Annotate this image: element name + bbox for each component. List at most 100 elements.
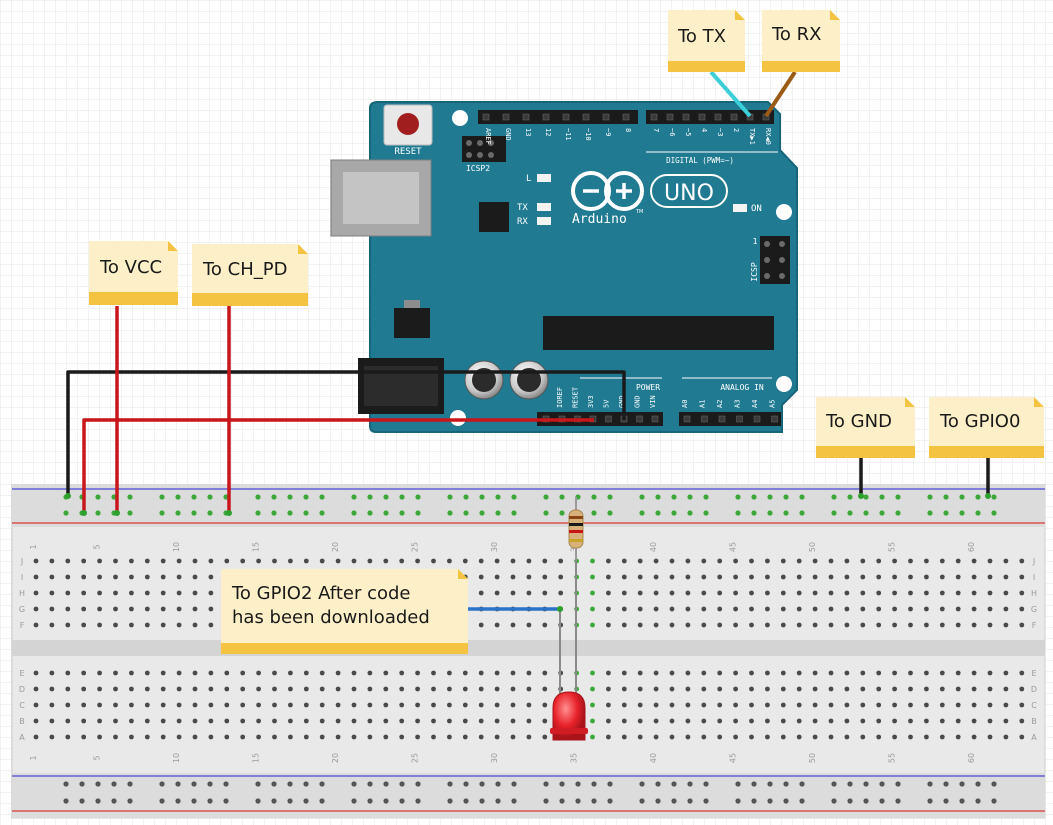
terminal-hole — [780, 686, 786, 692]
rail-hole — [543, 781, 549, 787]
terminal-hole — [637, 686, 643, 692]
terminal-hole — [955, 718, 961, 724]
terminal-hole — [288, 702, 293, 708]
terminal-hole — [415, 670, 420, 676]
analog-pin-label: A0 — [681, 400, 689, 408]
rail-hole — [831, 781, 837, 787]
rail-hole — [799, 510, 805, 516]
terminal-hole — [383, 718, 389, 724]
terminal-hole — [224, 670, 230, 676]
terminal-hole — [860, 606, 866, 612]
terminal-hole — [494, 670, 500, 676]
row-letter: G — [19, 605, 25, 614]
terminal-hole — [33, 622, 39, 628]
terminal-hole — [844, 574, 850, 580]
terminal-hole — [176, 606, 182, 612]
terminal-hole — [987, 590, 993, 596]
terminal-hole — [780, 670, 786, 676]
resistor-band — [569, 523, 583, 526]
terminal-hole — [208, 734, 214, 740]
terminal-hole — [431, 558, 436, 564]
terminal-hole — [431, 702, 436, 708]
digital-pin-label: ~11 — [564, 128, 572, 141]
digital-header-left — [478, 110, 638, 124]
analog-in-label: ANALOG IN — [720, 383, 764, 392]
rail-hole — [511, 510, 517, 516]
terminal-hole — [1003, 670, 1009, 676]
terminal-hole — [971, 590, 977, 596]
terminal-hole — [621, 622, 627, 628]
terminal-hole — [955, 574, 961, 580]
terminal-hole — [335, 686, 341, 692]
rail-hole — [543, 798, 549, 804]
terminal-hole — [669, 558, 675, 564]
row-letter: J — [1032, 557, 1035, 566]
rail-hole — [591, 798, 597, 804]
rail-hole — [975, 781, 981, 787]
terminal-hole — [399, 734, 405, 740]
rail-hole — [479, 798, 485, 804]
wires — [66, 70, 990, 611]
terminal-hole — [510, 718, 516, 724]
rail-hole — [783, 510, 789, 516]
terminal-hole — [303, 670, 309, 676]
terminal-hole — [796, 734, 802, 740]
rail-hole — [975, 494, 981, 500]
power-pin-label: GND — [634, 395, 642, 408]
terminal-hole — [319, 558, 325, 564]
rail-hole — [959, 494, 965, 500]
terminal-hole — [701, 734, 707, 740]
rail-hole — [223, 781, 229, 787]
terminal-hole — [796, 574, 802, 580]
row-letter: B — [1031, 717, 1037, 726]
terminal-hole — [701, 574, 707, 580]
row-letter: H — [1031, 589, 1037, 598]
rail-hole — [943, 781, 949, 787]
rail-hole — [895, 781, 901, 787]
terminal-hole — [224, 686, 230, 692]
header-pin — [650, 113, 658, 121]
rail-hole — [671, 510, 677, 516]
column-number: 15 — [252, 753, 261, 763]
terminal-hole — [542, 590, 548, 596]
rail-hole — [271, 781, 277, 787]
header-pin — [683, 415, 691, 423]
header-pin — [771, 415, 778, 423]
terminal-hole — [303, 702, 309, 708]
rail-hole — [671, 798, 677, 804]
terminal-hole — [129, 702, 134, 708]
digital-pin-label: ~6 — [668, 128, 676, 136]
row-letter: F — [1032, 621, 1037, 630]
rail-hole — [287, 494, 293, 500]
note-fold — [830, 10, 840, 20]
terminal-hole — [844, 734, 850, 740]
terminal-hole — [987, 686, 993, 692]
note-band — [192, 293, 308, 306]
terminal-hole — [733, 718, 738, 724]
rail-hole — [207, 494, 213, 500]
terminal-hole — [49, 590, 55, 596]
terminal-hole — [685, 670, 691, 676]
rail-hole — [399, 798, 405, 804]
wire-endpoint — [65, 493, 71, 499]
header-pin — [605, 415, 612, 423]
note-to-gpio2-line1: To GPIO2 After code — [231, 583, 410, 604]
terminal-hole — [780, 590, 786, 596]
terminal-hole — [144, 558, 150, 564]
terminal-hole — [701, 670, 707, 676]
terminal-hole — [971, 558, 977, 564]
terminal-hole — [144, 670, 150, 676]
power-3v3-wire — [82, 418, 594, 513]
icsp-pin — [779, 241, 785, 247]
rail-hole — [943, 494, 949, 500]
terminal-hole — [399, 670, 405, 676]
rail-hole — [127, 781, 133, 787]
rail-hole — [255, 510, 261, 516]
terminal-hole — [97, 670, 102, 676]
reset-label: RESET — [394, 147, 422, 157]
icsp2-pin — [466, 152, 472, 158]
terminal-hole — [335, 718, 341, 724]
analog-pin-label: A4 — [751, 400, 759, 408]
terminal-hole — [33, 574, 39, 580]
